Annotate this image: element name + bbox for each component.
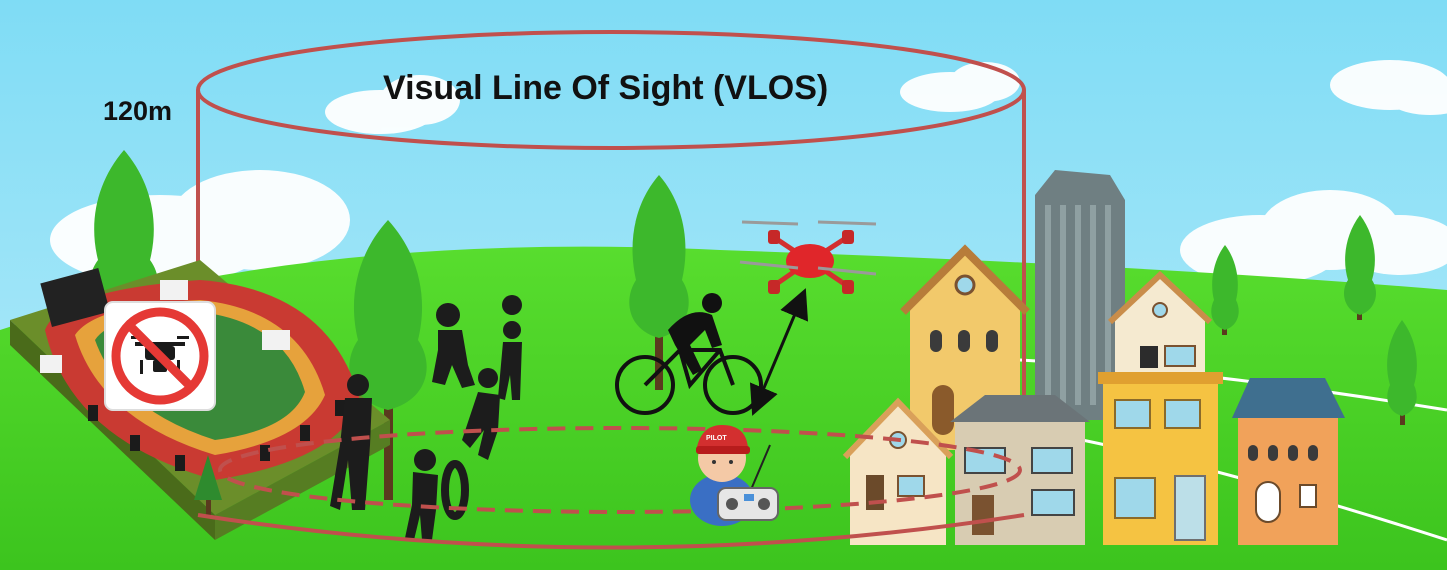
vlos-boundary (197, 513, 1025, 550)
vlos-boundary (196, 30, 1026, 150)
drone-icon (739, 220, 877, 294)
cyclist-icon (615, 293, 763, 415)
remote-controller-icon (717, 444, 779, 521)
small-tree (194, 455, 222, 515)
altitude-label: 120m (103, 96, 172, 126)
no-drone-sign-icon (104, 301, 216, 411)
drone-icon (131, 336, 189, 374)
diagram-title: Visual Line Of Sight (VLOS) (383, 69, 828, 107)
houses-icon (842, 244, 1345, 545)
vlos-ground-range (218, 426, 1022, 514)
skyscraper-icon (1035, 170, 1125, 420)
pilot-drone-distance-arrow (749, 288, 809, 416)
tree-far-right (1211, 215, 1417, 425)
tree-center-left (349, 220, 427, 500)
pilot-cap-label: PILOT (706, 435, 727, 442)
